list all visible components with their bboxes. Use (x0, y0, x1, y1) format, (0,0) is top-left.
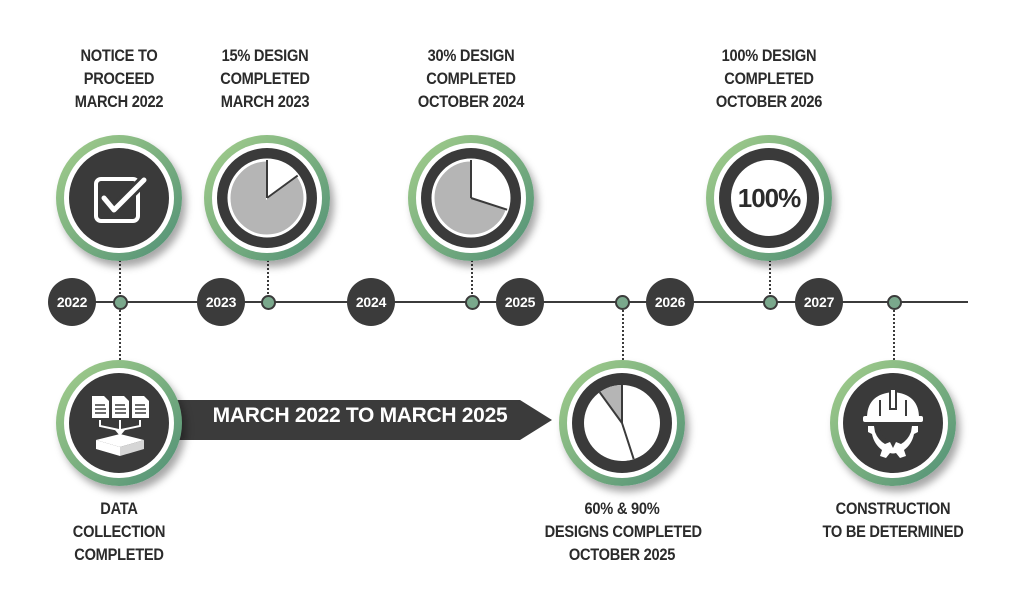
percent-100-text: 100% (737, 183, 802, 213)
connector-construction (893, 306, 895, 364)
milestone-notice-to-proceed (56, 135, 182, 261)
connector-notice-to-proceed (119, 252, 121, 298)
year-badge-2022: 2022 (48, 278, 96, 326)
hardhat-gear-icon (863, 390, 923, 458)
milestone-label-100-design: 100% DESIGN COMPLETED OCTOBER 2026 (715, 46, 823, 111)
milestone-15-design (204, 135, 330, 261)
timeline-dot (261, 295, 276, 310)
timeline-dot (113, 295, 128, 310)
pie-15-icon (227, 158, 307, 238)
date-range-label: MARCH 2022 TO MARCH 2025 (212, 404, 508, 427)
milestone-data-collection (56, 360, 182, 486)
timeline-dot (887, 295, 902, 310)
timeline-dot (615, 295, 630, 310)
connector-30-design (471, 252, 473, 298)
year-badge-2024: 2024 (347, 278, 395, 326)
milestone-label-construction: CONSTRUCTION TO BE DETERMINED (822, 499, 964, 541)
timeline-dot (465, 295, 480, 310)
year-badge-2026: 2026 (646, 278, 694, 326)
connector-60-90-design (622, 306, 624, 364)
year-badge-2025: 2025 (496, 278, 544, 326)
timeline-dot (763, 295, 778, 310)
year-badge-2027: 2027 (795, 278, 843, 326)
pie-90-icon (584, 385, 660, 461)
pie-30-icon (431, 158, 511, 238)
percent-100-icon (731, 160, 807, 236)
connector-data-collection (119, 306, 121, 364)
milestone-30-design (408, 135, 534, 261)
year-badge-2023: 2023 (197, 278, 245, 326)
milestone-label-30-design: 30% DESIGN COMPLETED OCTOBER 2024 (417, 46, 525, 111)
milestone-construction (830, 360, 956, 486)
milestone-label-15-design: 15% DESIGN COMPLETED MARCH 2023 (220, 46, 310, 111)
milestone-100-design: 100% (706, 135, 832, 261)
connector-100-design (769, 252, 771, 298)
milestone-label-data-collection: DATA COLLECTION COMPLETED (72, 499, 166, 564)
connector-15-design (267, 252, 269, 298)
milestone-60-90-design (559, 360, 685, 486)
documents-icon (92, 396, 149, 456)
milestone-label-notice-to-proceed: NOTICE TO PROCEED MARCH 2022 (74, 46, 164, 111)
milestone-label-60-90-design: 60% & 90% DESIGNS COMPLETED OCTOBER 2025 (544, 499, 703, 564)
checkbox-icon (94, 174, 150, 223)
